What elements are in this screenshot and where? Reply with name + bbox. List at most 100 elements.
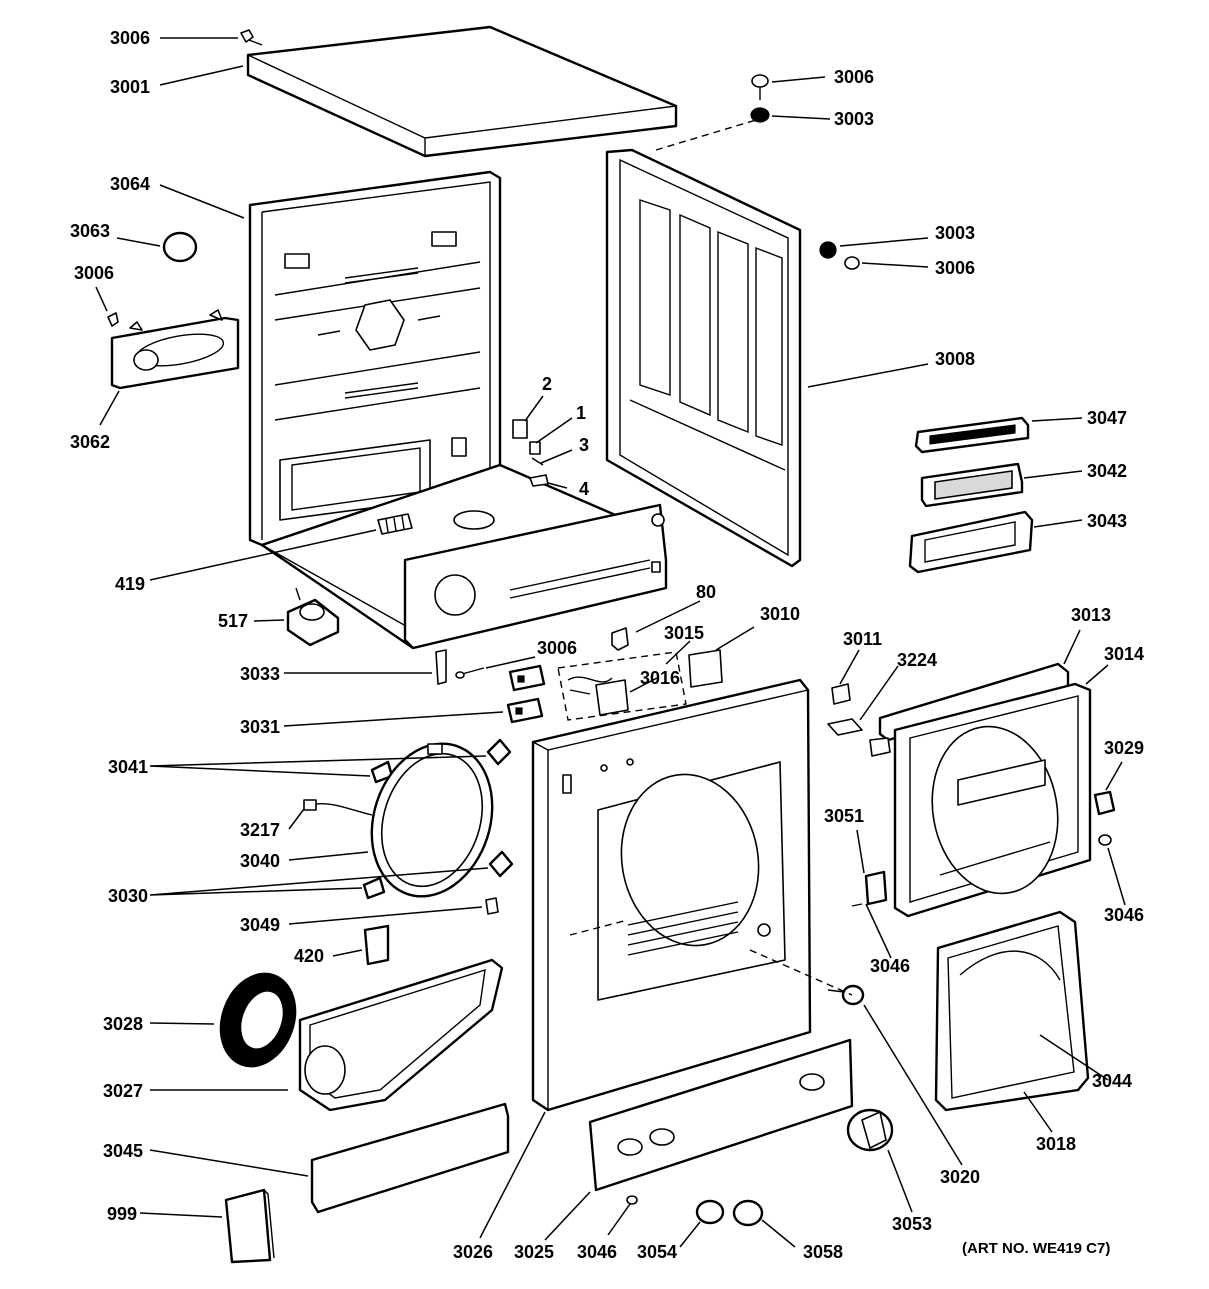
part-3015-harness-kit: [557, 651, 687, 721]
part-3043-filter-housing: [908, 510, 1034, 574]
label-517: 517: [218, 611, 248, 631]
leader-lines: [95, 37, 1126, 1248]
label-3013: 3013: [1071, 605, 1111, 625]
part-3058-knob: [732, 1199, 764, 1227]
label-3040: 3040: [240, 851, 280, 871]
label-3011: 3011: [843, 629, 882, 649]
label-3006: 3006: [74, 263, 114, 283]
label-3044: 3044: [1092, 1071, 1132, 1091]
label-3030: 3030: [108, 886, 148, 906]
part-3018-door-seal: [934, 910, 1090, 1112]
label-3015: 3015: [664, 623, 704, 643]
label-3047: 3047: [1087, 408, 1127, 428]
label-999: 999: [107, 1204, 137, 1224]
part-3046-screw-right: [1098, 834, 1112, 846]
part-3046-screw-bottom: [626, 1195, 638, 1205]
part-3006-3003-hinge-hardware: [750, 74, 770, 123]
part-3003-3006-side-hardware: [819, 241, 860, 270]
label-4: 4: [579, 479, 589, 499]
label-2: 2: [542, 374, 552, 394]
label-3049: 3049: [240, 915, 280, 935]
label-3063: 3063: [70, 221, 110, 241]
part-3027-duct: [298, 958, 504, 1112]
part-3020-lamp: [827, 984, 865, 1006]
part-3053-knob: [846, 1108, 894, 1152]
part-3014-door: [869, 682, 1092, 918]
label-3031: 3031: [240, 717, 280, 737]
label-3016: 3016: [640, 668, 680, 688]
label-3043: 3043: [1087, 511, 1127, 531]
label-3046: 3046: [1104, 905, 1144, 925]
label-3029: 3029: [1104, 738, 1144, 758]
part-3049-clip: [485, 897, 499, 915]
label-420: 420: [294, 946, 324, 966]
label-3224: 3224: [897, 650, 937, 670]
label-3008: 3008: [935, 349, 975, 369]
label-419: 419: [115, 574, 145, 594]
part-419-terminal-block: [377, 513, 413, 535]
label-3026: 3026: [453, 1242, 493, 1262]
part-3063-cap: [162, 231, 198, 263]
part-3064-cabinet: [248, 170, 668, 650]
part-3001-top-panel: [246, 25, 678, 158]
part-3042-filter-screen: [920, 462, 1024, 508]
label-3010: 3010: [760, 604, 800, 624]
label-3058: 3058: [803, 1242, 843, 1262]
part-3047-filter-grille: [914, 416, 1030, 454]
part-3040-bearing-ring: [370, 742, 494, 898]
label-3054: 3054: [637, 1242, 677, 1262]
part-3045-panel: [310, 1102, 510, 1214]
part-3006-screw-top: [240, 29, 263, 46]
part-3051-hinge: [851, 870, 888, 907]
part-3011-bracket: [831, 683, 851, 705]
label-3053: 3053: [892, 1214, 932, 1234]
label-3006: 3006: [537, 638, 577, 658]
label-3003: 3003: [834, 109, 874, 129]
label-3006: 3006: [935, 258, 975, 278]
art-number: (ART NO. WE419 C7): [962, 1240, 1110, 1257]
label-3027: 3027: [103, 1081, 143, 1101]
part-420-bracket: [363, 924, 390, 966]
part-3006-screw-left: [107, 312, 119, 327]
part-1-4-small-components: [512, 419, 549, 487]
part-517-motor: [286, 587, 340, 647]
label-3018: 3018: [1036, 1134, 1076, 1154]
label-3014: 3014: [1104, 644, 1144, 664]
label-3051: 3051: [824, 806, 864, 826]
part-80-connector: [611, 627, 629, 651]
label-1: 1: [576, 403, 586, 423]
part-3025-console: [588, 1038, 854, 1192]
part-3010-label: [688, 649, 723, 688]
label-3020: 3020: [940, 1167, 980, 1187]
part-3008-side-panel: [605, 148, 802, 568]
label-3045: 3045: [103, 1141, 143, 1161]
label-3003: 3003: [935, 223, 975, 243]
label-3041: 3041: [108, 757, 148, 777]
part-3217-wire-harness: [303, 799, 373, 816]
label-3064: 3064: [110, 174, 150, 194]
part-3033-bracket: [435, 649, 485, 685]
label-3042: 3042: [1087, 461, 1127, 481]
part-3029-latch: [1093, 790, 1116, 816]
label-3006: 3006: [110, 28, 150, 48]
part-999-manual: [224, 1188, 275, 1264]
part-3028-seal: [219, 972, 297, 1068]
part-3030-bearing-pads: [362, 850, 514, 900]
part-3062-cover-plate: [110, 309, 240, 390]
label-3006: 3006: [834, 67, 874, 87]
label-3046: 3046: [870, 956, 910, 976]
label-3: 3: [579, 435, 589, 455]
label-3033: 3033: [240, 664, 280, 684]
part-3026-front-panel: [531, 678, 812, 1112]
label-80: 80: [696, 582, 716, 602]
part-3006-switch: [508, 664, 546, 692]
label-3001: 3001: [110, 77, 150, 97]
part-3224-strike: [827, 718, 863, 736]
part-3054-knob: [695, 1199, 725, 1225]
part-3031-switch: [506, 697, 544, 724]
label-3217: 3217: [240, 820, 280, 840]
label-3028: 3028: [103, 1014, 143, 1034]
label-3062: 3062: [70, 432, 110, 452]
label-3046: 3046: [577, 1242, 617, 1262]
